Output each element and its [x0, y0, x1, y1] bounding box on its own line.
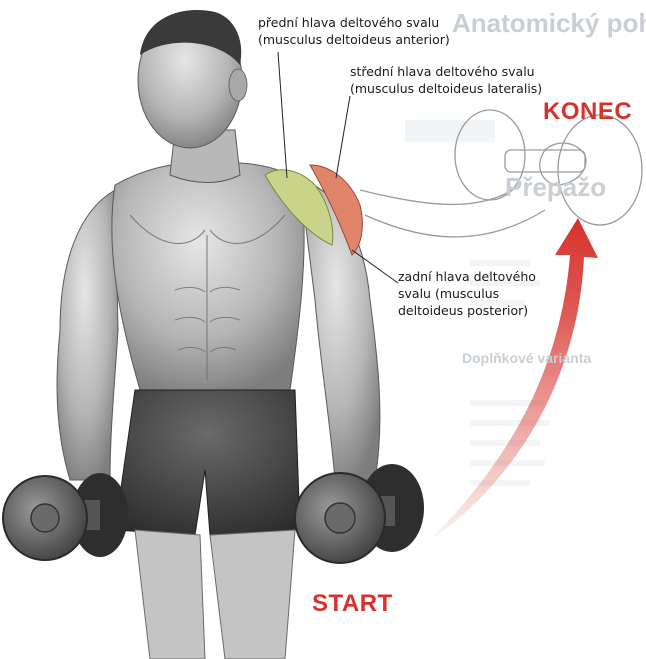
lateral-deltoid-muscle: [309, 164, 363, 256]
right-dumbbell: [294, 464, 424, 564]
posterior-deltoid-label-line3: deltoideus posterior): [398, 303, 529, 318]
lateral-deltoid-label-line2: (musculus deltoideus lateralis): [350, 81, 543, 96]
left-dumbbell: [2, 473, 128, 561]
lateral-deltoid-label: střední hlava deltového svalu (musculus …: [350, 63, 542, 97]
end-position-arm-sketch: [359, 109, 643, 238]
figure: [56, 9, 381, 659]
anterior-deltoid-label: přední hlava deltového svalu (musculus d…: [258, 14, 450, 48]
muscle-lines: [129, 214, 286, 380]
posterior-deltoid-label: zadní hlava deltového svalu (musculus de…: [398, 268, 536, 319]
lateral-deltoid-label-line1: střední hlava deltového svalu: [350, 64, 535, 79]
posterior-deltoid-label-line2: svalu (musculus: [398, 286, 500, 301]
torso: [111, 162, 305, 391]
shorts: [114, 389, 301, 536]
left-arm: [56, 189, 119, 481]
start-label: START: [312, 590, 393, 617]
end-label: KONEC: [543, 98, 633, 125]
posterior-deltoid-label-line1: zadní hlava deltového: [398, 269, 536, 284]
anterior-deltoid-label-line2: (musculus deltoideus anterior): [258, 32, 450, 47]
leader-lines: [277, 51, 399, 284]
background-heading-1: Anatomický pohl: [452, 8, 646, 38]
hair: [140, 9, 242, 65]
motion-arrow: [430, 218, 598, 540]
anterior-deltoid-muscle: [264, 169, 334, 246]
background-heading-2: Přepažo: [505, 172, 607, 202]
legs: [134, 529, 296, 659]
background-heading-3: Doplňkové varianta: [462, 350, 592, 366]
anterior-deltoid-label-line1: přední hlava deltového svalu: [258, 15, 440, 30]
